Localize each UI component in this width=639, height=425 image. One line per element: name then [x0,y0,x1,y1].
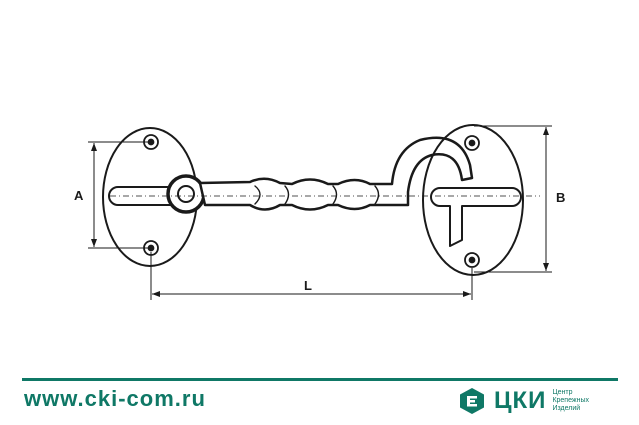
dim-a-label: A [74,188,84,203]
eye-hole [177,185,195,203]
brand-logo: ЦКИ Центр Крепежных Изделий [458,386,589,416]
brand-subtitle: Центр Крепежных Изделий [552,389,589,413]
brand-sub-line: Центр [552,389,573,396]
right-slot [430,187,522,247]
brand-sub-line: Крепежных [552,397,589,404]
dim-l-label: L [304,278,312,293]
hook-shaft [198,136,474,211]
hexagon-logo-icon [460,388,484,414]
screw-hole-top-right [464,135,480,151]
brand-sub-line: Изделий [552,405,581,412]
site-url-link[interactable]: www.cki-com.ru [24,386,206,411]
brand-name: ЦКИ [494,387,547,414]
hook-technical-drawing: A B L [74,124,565,300]
dim-b-label: B [556,190,565,205]
shaft-twist-lines [254,185,380,205]
screw-hole-bottom-right [464,252,480,268]
right-plate [422,124,524,276]
footer-divider [22,378,618,381]
